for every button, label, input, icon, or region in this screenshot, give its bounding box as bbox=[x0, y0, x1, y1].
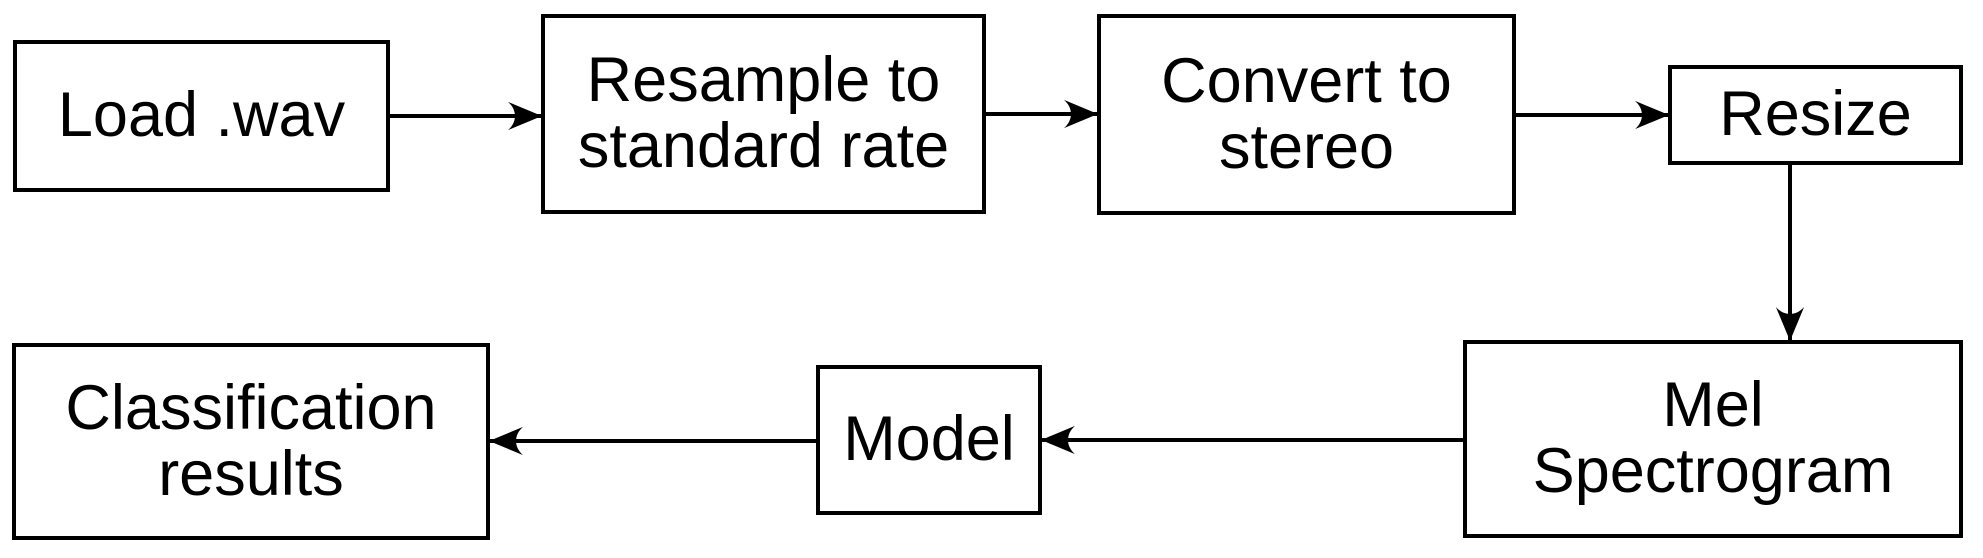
node-mel-spectrogram: Mel Spectrogram bbox=[1463, 340, 1963, 538]
node-resample: Resample to standard rate bbox=[541, 14, 986, 214]
node-classification-results: Classification results bbox=[12, 343, 490, 540]
node-model: Model bbox=[816, 365, 1042, 515]
node-load-wav: Load .wav bbox=[13, 40, 390, 192]
node-resize: Resize bbox=[1668, 65, 1963, 165]
node-convert-stereo: Convert to stereo bbox=[1097, 14, 1516, 215]
